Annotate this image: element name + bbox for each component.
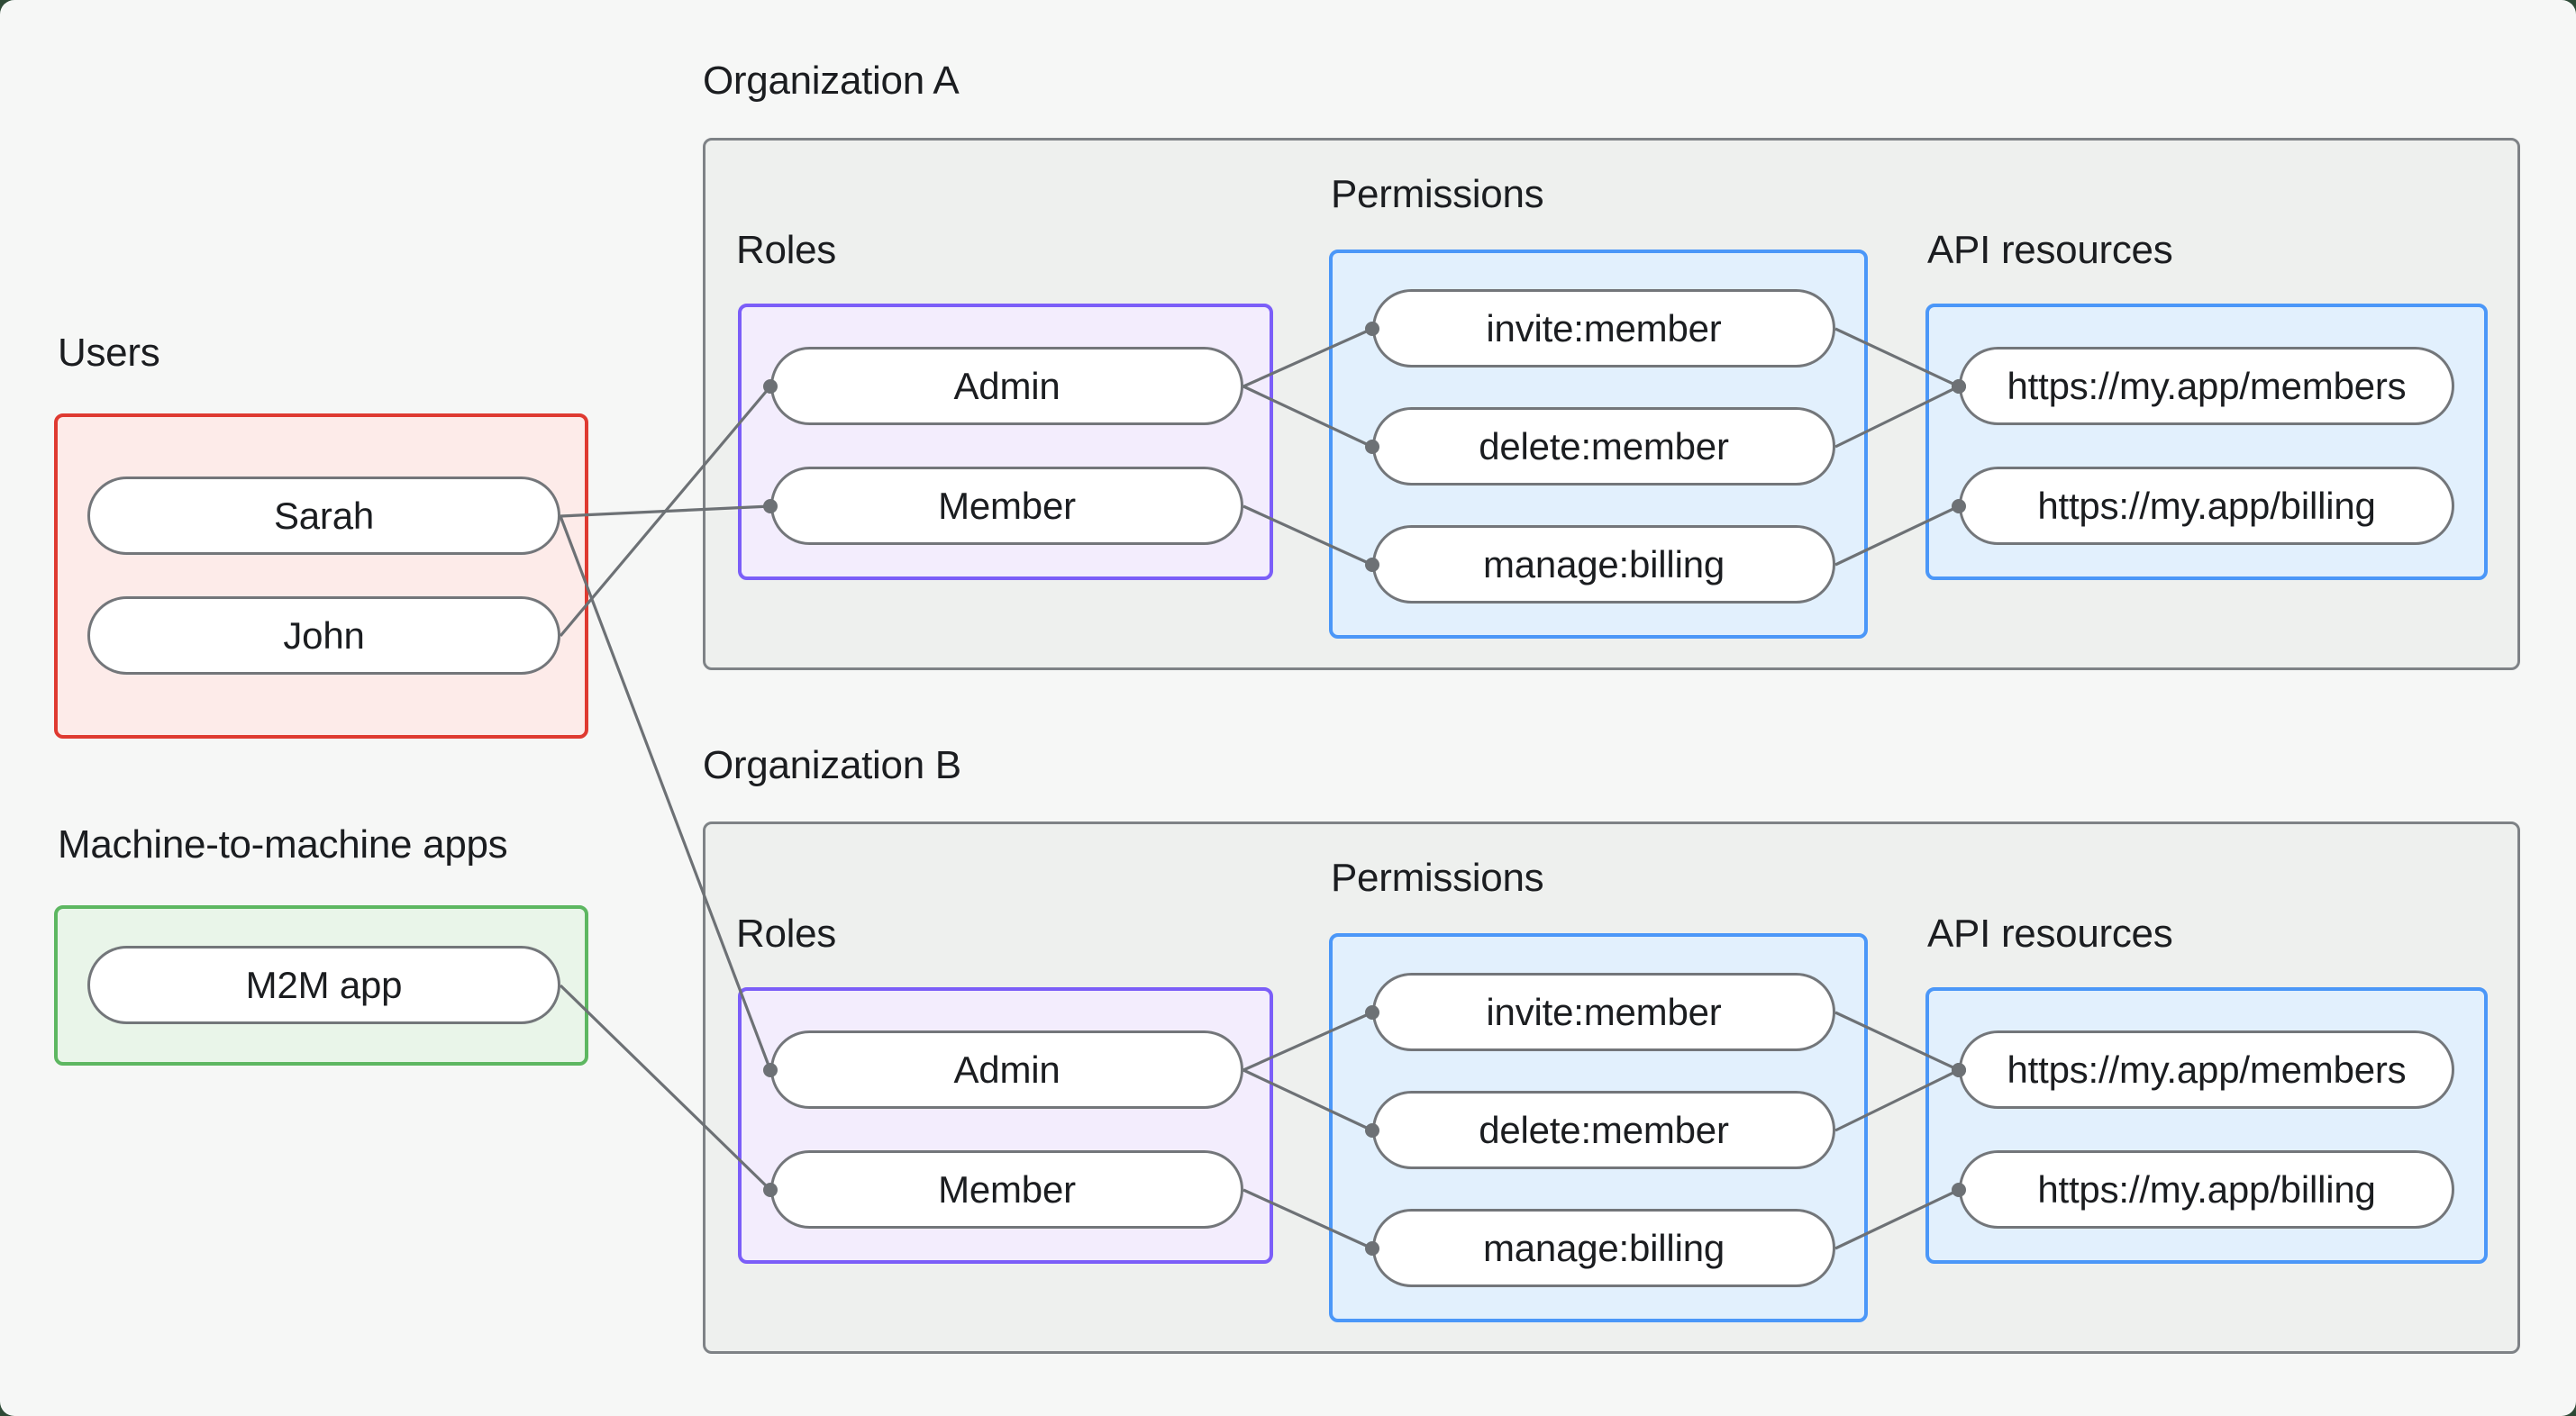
node-role-member-org-a: Member — [770, 467, 1243, 545]
node-permission-delete-member-org-b: delete:member — [1372, 1091, 1835, 1169]
node-api-billing-org-b: https://my.app/billing — [1959, 1150, 2454, 1229]
node-user-john: John — [87, 596, 560, 675]
api-resources-b-label: API resources — [1927, 912, 2173, 956]
permissions-b-label: Permissions — [1331, 856, 1544, 900]
node-permission-delete-member-org-a: delete:member — [1372, 407, 1835, 486]
node-api-billing-org-a: https://my.app/billing — [1959, 467, 2454, 545]
node-api-members-org-a: https://my.app/members — [1959, 347, 2454, 425]
organization-b-title: Organization B — [703, 743, 961, 787]
roles-b-label: Roles — [736, 912, 836, 956]
node-role-admin-org-b: Admin — [770, 1030, 1243, 1109]
users-group-label: Users — [58, 331, 160, 375]
node-role-member-org-b: Member — [770, 1150, 1243, 1229]
organization-a-title: Organization A — [703, 59, 960, 103]
m2m-group-label: Machine-to-machine apps — [58, 822, 508, 867]
permissions-a-label: Permissions — [1331, 172, 1544, 216]
node-permission-manage-billing-org-b: manage:billing — [1372, 1209, 1835, 1287]
roles-a-label: Roles — [736, 228, 836, 272]
users-group-box — [54, 413, 588, 739]
node-role-admin-org-a: Admin — [770, 347, 1243, 425]
node-user-sarah: Sarah — [87, 477, 560, 555]
api-resources-a-label: API resources — [1927, 228, 2173, 272]
node-permission-invite-member-org-b: invite:member — [1372, 973, 1835, 1051]
node-api-members-org-b: https://my.app/members — [1959, 1030, 2454, 1109]
node-permission-manage-billing-org-a: manage:billing — [1372, 525, 1835, 604]
node-m2m-app: M2M app — [87, 946, 560, 1024]
node-permission-invite-member-org-a: invite:member — [1372, 289, 1835, 368]
